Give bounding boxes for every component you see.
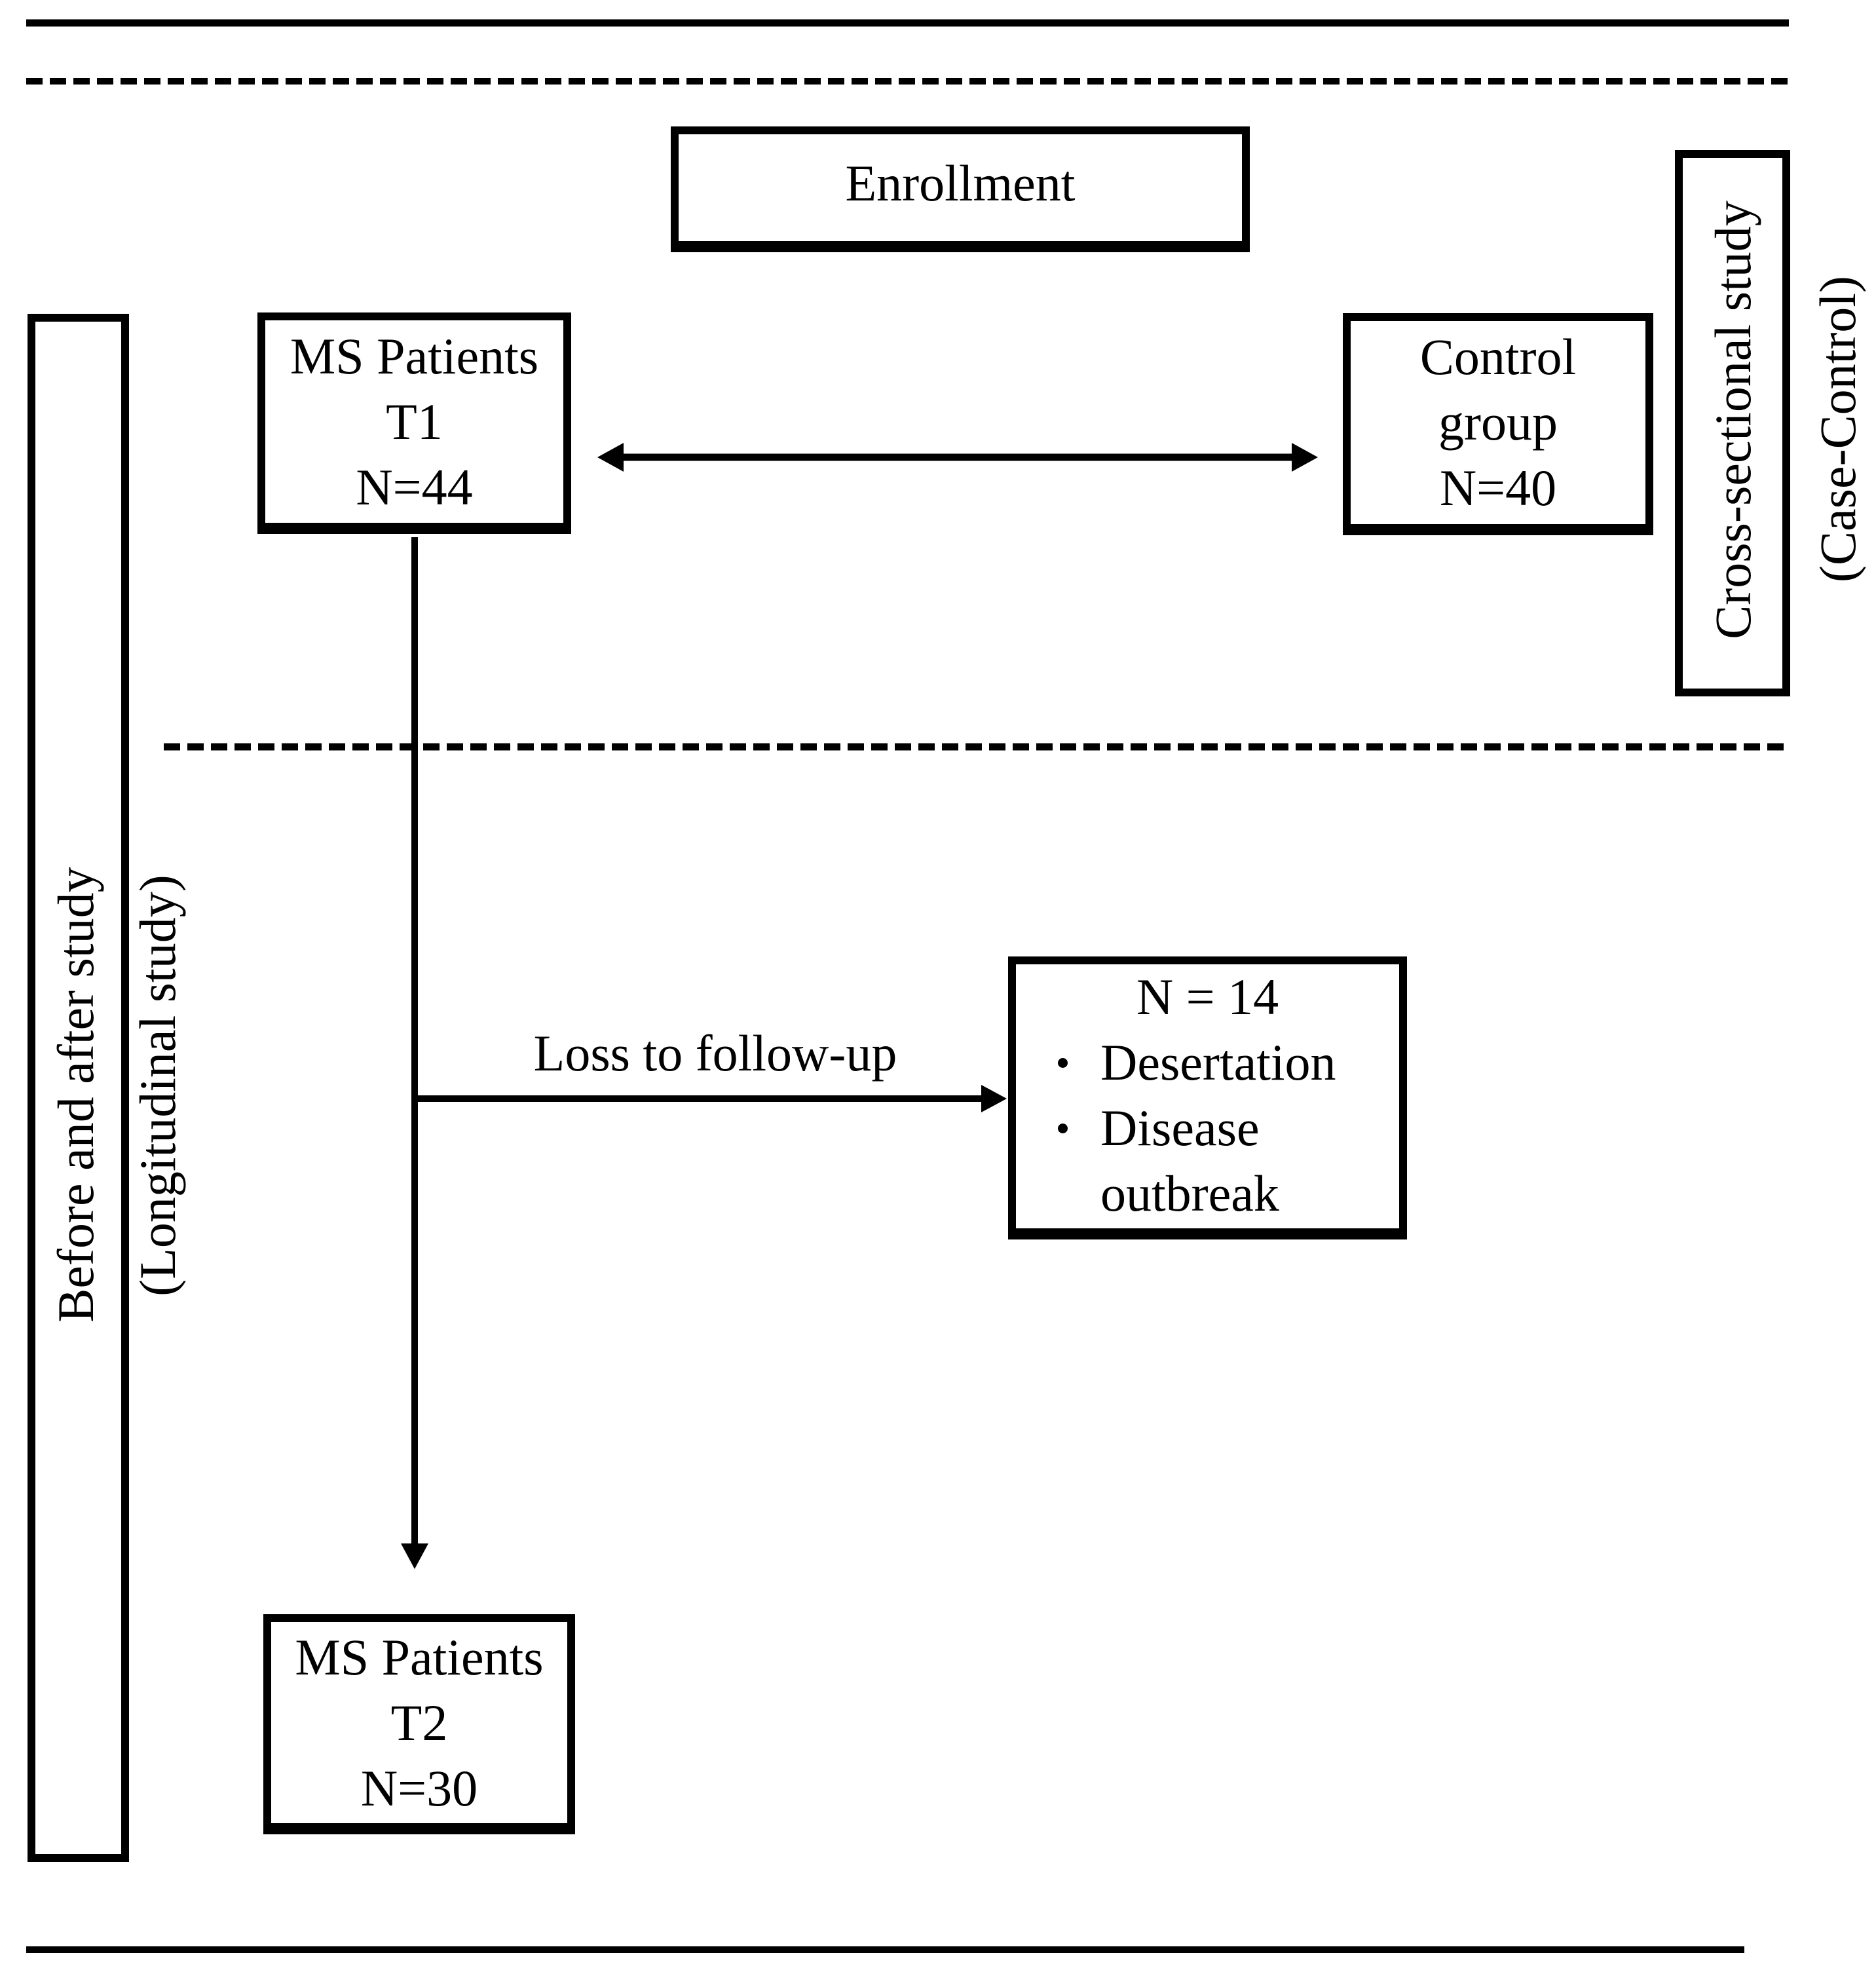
before-after-study-frame	[28, 314, 129, 1862]
bullet-dot-icon	[1058, 1058, 1068, 1068]
loss-to-followup-box: N = 14 Desertation Disease outbreak	[1008, 956, 1407, 1239]
t1-control-arrowhead-right	[1292, 443, 1318, 472]
ms-t1-line1: MS Patients	[290, 327, 539, 385]
enrollment-box: Enrollment	[671, 126, 1250, 252]
bullet-dot-icon	[1058, 1124, 1068, 1133]
longitudinal-study-label: (Longitudinal study)	[129, 875, 186, 1296]
loss-bullet2-text: Disease outbreak	[1100, 1099, 1279, 1222]
control-line2: group	[1438, 394, 1558, 451]
t1-control-arrowhead-left	[597, 443, 624, 472]
control-line3: N=40	[1439, 459, 1557, 516]
ms-patients-t1-box: MS Patients T1 N=44	[257, 312, 571, 534]
loss-box-title: N = 14	[1136, 968, 1279, 1025]
cross-sectional-study-frame	[1675, 150, 1790, 696]
cross-sectional-study-label: Cross-sectional study	[1704, 200, 1761, 639]
control-group-box: Control group N=40	[1343, 313, 1653, 535]
enrollment-label: Enrollment	[845, 154, 1076, 212]
control-line1: Control	[1419, 328, 1577, 385]
loss-arrowhead	[981, 1085, 1007, 1112]
ms-t1-line2: T1	[386, 392, 443, 450]
loss-to-followup-label: Loss to follow-up	[533, 1025, 897, 1082]
ms-t2-line2: T2	[390, 1693, 448, 1751]
loss-bullet-disease-outbreak: Disease outbreak	[1016, 1095, 1399, 1226]
ms-patients-t2-box: MS Patients T2 N=30	[263, 1614, 575, 1834]
loss-bullet-desertation: Desertation	[1016, 1030, 1399, 1095]
loss-bullet1-text: Desertation	[1100, 1034, 1336, 1091]
case-control-label: (Case-Control)	[1809, 276, 1866, 582]
ms-t2-line1: MS Patients	[295, 1628, 544, 1686]
before-after-study-label: Before and after study	[47, 867, 104, 1323]
t1-t2-arrowhead	[401, 1543, 428, 1569]
ms-t2-line3: N=30	[360, 1759, 478, 1817]
ms-t1-line3: N=44	[356, 458, 473, 516]
